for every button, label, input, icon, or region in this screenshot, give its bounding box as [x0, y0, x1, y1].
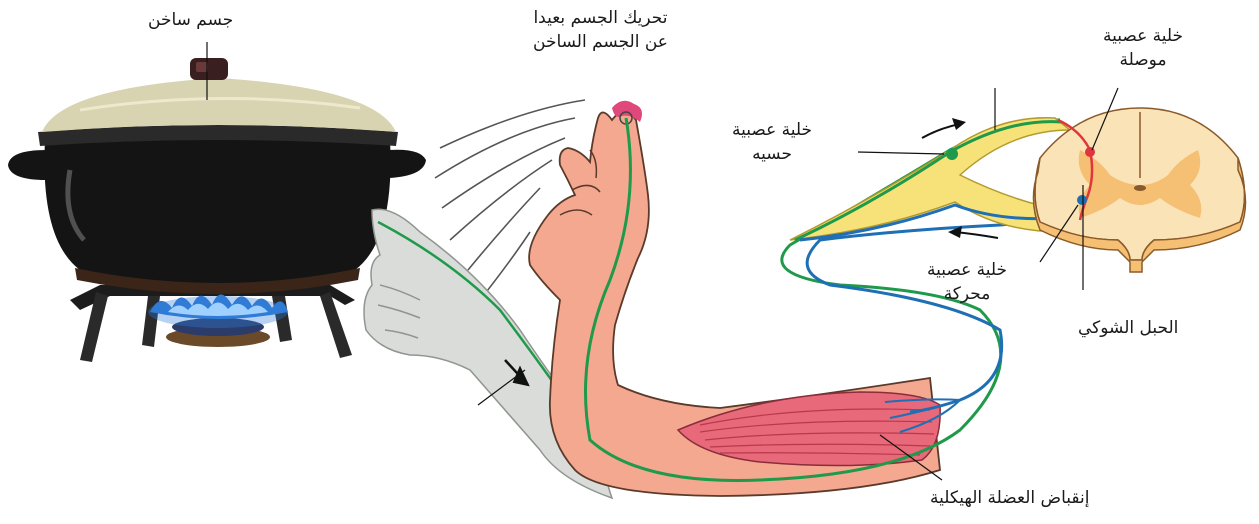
label-withdraw: تحريك الجسم بعيدا عن الجسم الساخن — [533, 6, 668, 54]
label-motor-line2: محركة — [927, 282, 1007, 306]
label-spinal-cord: الحبل الشوكي — [1078, 316, 1178, 340]
label-muscle-contraction: إنقباض العضلة الهيكلية — [930, 486, 1089, 510]
blue-flame — [148, 295, 288, 329]
label-motor-neuron: خلية عصبية محركة — [927, 258, 1007, 306]
pot-handle-right — [389, 150, 426, 178]
label-sensory-line1: خلية عصبية — [732, 118, 812, 142]
spinal-cord-section — [1033, 108, 1245, 272]
pot-handle-left — [8, 150, 46, 180]
label-interneuron: خلية عصبية موصلة — [1103, 24, 1183, 72]
label-interneuron-line1: خلية عصبية — [1103, 24, 1183, 48]
hot-pot-on-stove — [8, 58, 426, 362]
label-motor-line1: خلية عصبية — [927, 258, 1007, 282]
central-canal — [1134, 185, 1146, 191]
arrow-motor-direction — [955, 232, 998, 238]
label-hot-object: جسم ساخن — [148, 8, 233, 32]
pot-body — [44, 140, 390, 285]
sensory-ganglion — [946, 148, 958, 160]
label-sensory-line2: حسيه — [732, 142, 812, 166]
lid-knob — [190, 58, 228, 80]
leader-line-sensory — [858, 152, 944, 154]
label-withdraw-line1: تحريك الجسم بعيدا — [533, 6, 668, 30]
label-sensory-neuron: خلية عصبية حسيه — [732, 118, 812, 166]
motor-neuron-body — [1077, 195, 1087, 205]
interneuron-body — [1085, 147, 1095, 157]
label-withdraw-line2: عن الجسم الساخن — [533, 30, 668, 54]
label-interneuron-line2: موصلة — [1103, 48, 1183, 72]
arrow-sensory-direction — [922, 124, 960, 138]
